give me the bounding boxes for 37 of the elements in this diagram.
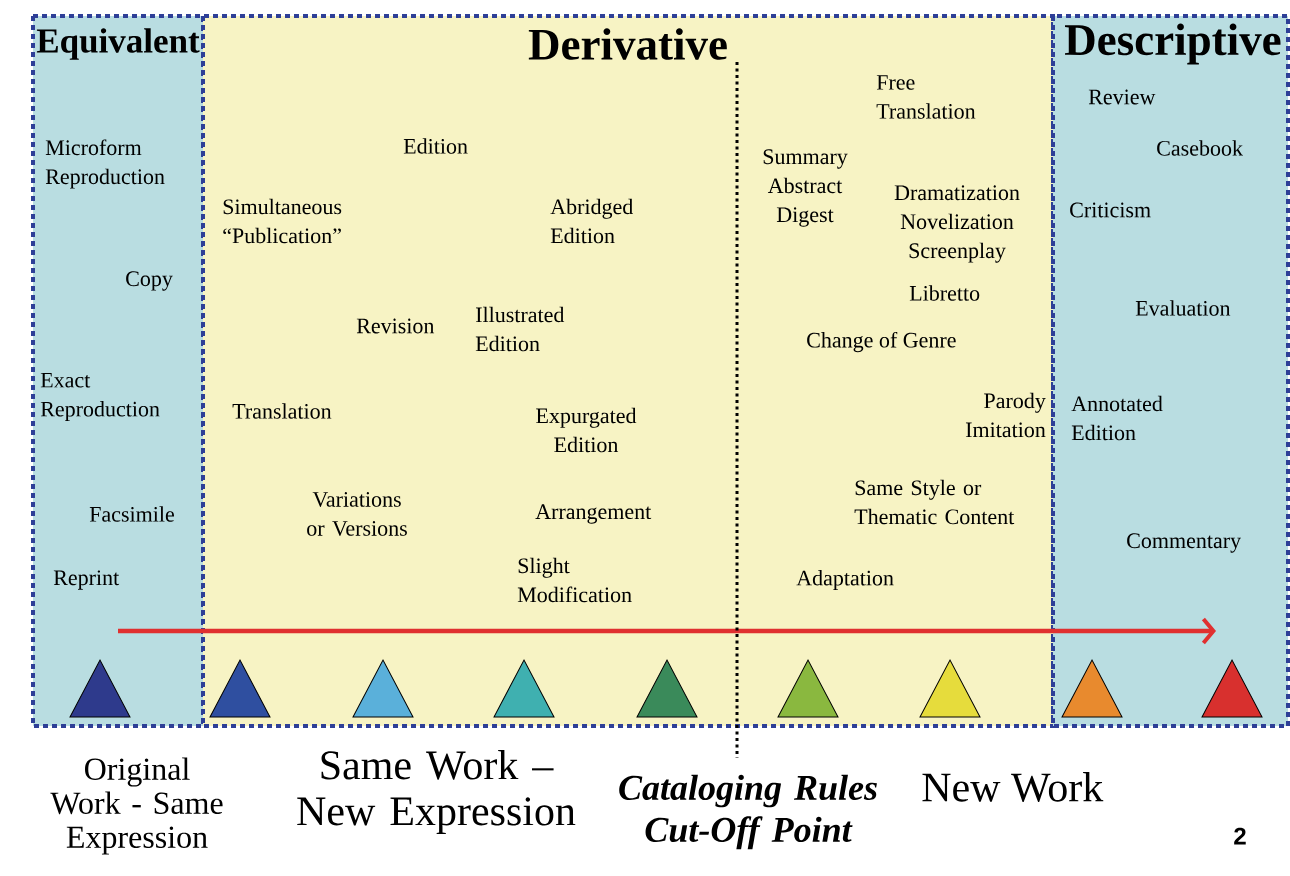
term-label: Casebook xyxy=(1157,140,1243,156)
column-heading: Derivative xyxy=(528,28,727,60)
term-label: Microform Reproduction xyxy=(45,139,165,189)
term-label: Translation xyxy=(232,403,332,419)
term-label: Arrangement xyxy=(535,504,652,524)
term-label: Commentary xyxy=(1127,533,1241,553)
term-label: Revision xyxy=(356,318,435,334)
cut-off-caption: Cataloging Rules Cut-Off Point xyxy=(619,774,877,850)
term-label: Simultaneous “Publication” xyxy=(223,198,342,244)
term-label: Summary Abstract Digest xyxy=(763,149,848,227)
column-heading: Descriptive xyxy=(1065,23,1281,65)
term-label: Criticism xyxy=(1070,202,1151,218)
term-label: Expurgated Edition xyxy=(536,407,637,453)
term-label: Abridged Edition xyxy=(550,198,634,244)
category-caption: Original Work - Same Expression xyxy=(50,757,223,855)
term-label: Parody Imitation xyxy=(965,392,1046,438)
term-label: Edition xyxy=(403,138,468,154)
term-label: Illustrated Edition xyxy=(475,306,565,352)
term-label: Adaptation xyxy=(796,570,894,590)
term-label: Review xyxy=(1088,89,1156,105)
term-label: Copy xyxy=(126,271,173,291)
term-label: Change of Genre xyxy=(807,331,956,353)
term-label: Slight Modification xyxy=(517,557,632,603)
term-label: Exact Reproduction xyxy=(40,372,160,422)
term-label: Evaluation xyxy=(1135,300,1231,316)
term-label: Libretto xyxy=(909,285,980,301)
term-label: Facsimile xyxy=(89,506,174,522)
category-caption: Same Work – New Expression xyxy=(297,749,576,835)
term-label: Dramatization Novelization Screenplay xyxy=(894,185,1020,263)
term-label: Annotated Edition xyxy=(1071,395,1163,441)
category-caption: New Work xyxy=(922,772,1104,802)
term-label: Variations or Versions xyxy=(307,492,407,536)
term-label: Same Style or Thematic Content xyxy=(854,479,1015,525)
column-heading: Equivalent xyxy=(36,28,200,60)
term-label: Free Translation xyxy=(876,75,976,119)
page-number: 2 xyxy=(1234,827,1246,845)
term-label: Reprint xyxy=(53,570,120,590)
